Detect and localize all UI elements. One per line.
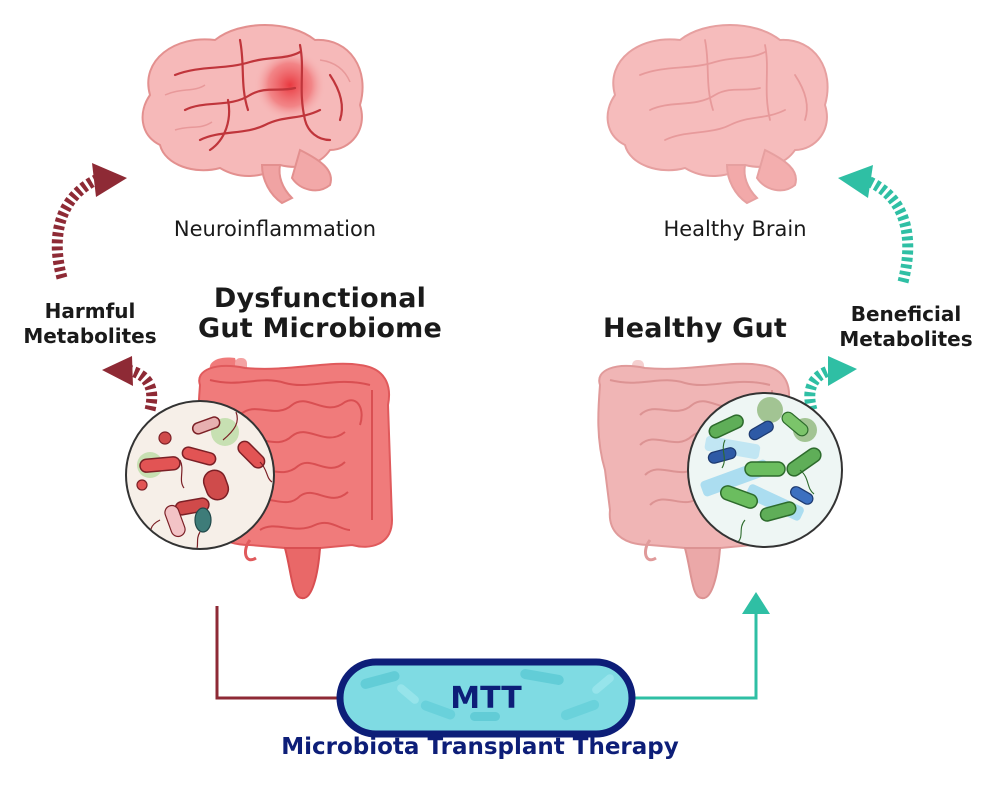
harmful-arrow-upper bbox=[51, 163, 127, 280]
beneficial-label-line2: Metabolites bbox=[839, 327, 973, 351]
harmful-arrow-lower bbox=[102, 356, 158, 412]
neuroinflammation-label: Neuroinflammation bbox=[173, 217, 377, 241]
beneficial-metabolites-label: Beneficial Metabolites bbox=[820, 302, 992, 352]
harmful-label-line2: Metabolites bbox=[23, 324, 157, 348]
therapy-title: Microbiota Transplant Therapy bbox=[281, 734, 679, 760]
beneficial-label-line1: Beneficial bbox=[850, 302, 962, 326]
healthy-gut-title: Healthy Gut bbox=[602, 313, 787, 344]
beneficial-bacteria-icon bbox=[687, 392, 843, 548]
mtt-label: MTT bbox=[450, 680, 522, 716]
mtt-connector-right bbox=[632, 592, 770, 700]
inflamed-brain-icon bbox=[141, 24, 364, 205]
healthy-brain-icon bbox=[606, 24, 829, 205]
harmful-label-line1: Harmful bbox=[44, 299, 136, 323]
dysfunctional-gut-title: Dysfunctional Gut Microbiome bbox=[170, 284, 470, 343]
mtt-connector-left bbox=[215, 606, 340, 700]
mtt-capsule-icon bbox=[336, 658, 636, 738]
dysfunctional-title-line1: Dysfunctional bbox=[213, 283, 427, 314]
beneficial-arrow-lower bbox=[804, 356, 857, 412]
healthy-brain-label: Healthy Brain bbox=[663, 217, 807, 241]
harmful-metabolites-label: Harmful Metabolites bbox=[5, 299, 175, 349]
dysfunctional-title-line2: Gut Microbiome bbox=[197, 312, 443, 344]
harmful-bacteria-icon bbox=[125, 400, 275, 550]
beneficial-arrow-upper bbox=[838, 165, 914, 284]
